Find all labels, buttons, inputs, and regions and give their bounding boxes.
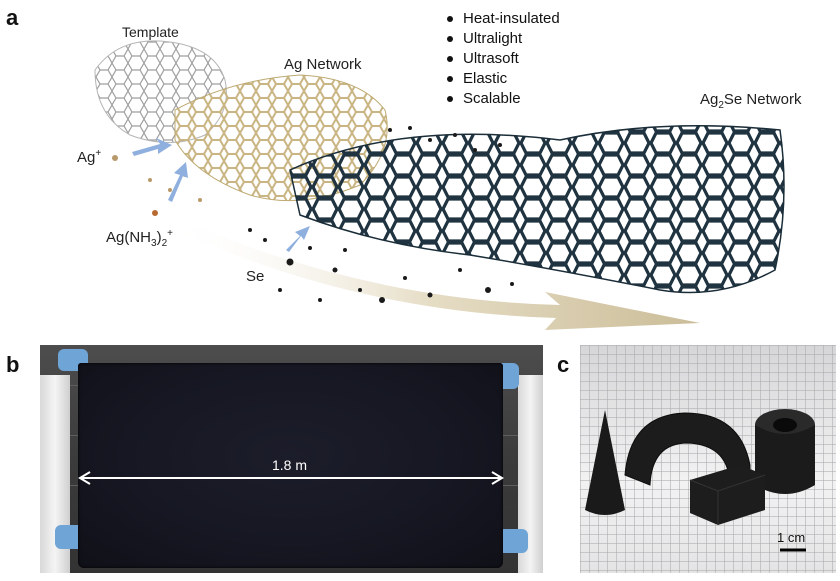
scale-bar-label: 1 cm [777, 530, 806, 545]
cylinder-shape [755, 425, 815, 494]
bullet-icon [447, 96, 453, 102]
bullet-icon [447, 36, 453, 42]
aerogel-shapes [585, 409, 815, 552]
fabric-photo: 1.8 m [40, 345, 543, 573]
ag-network-label: Ag Network [284, 56, 362, 73]
panel-letter-c: c [557, 352, 570, 377]
ag2se-network-label: Ag2Se Network [700, 91, 802, 111]
template-label: Template [122, 24, 179, 40]
property-item: Ultralight [447, 29, 560, 49]
ag-ion-label: Ag+ [77, 148, 102, 166]
property-item: Ultrasoft [447, 49, 560, 69]
glove-bottom-right [498, 529, 528, 553]
panel-letter-b: b [6, 352, 20, 377]
properties-list: Heat-insulated Ultralight Ultrasoft Elas… [447, 9, 560, 109]
arch-shape [624, 412, 751, 488]
silver-ammonia-complex-label: Ag(NH3)2+ [106, 228, 173, 249]
dimension-label: 1.8 m [272, 457, 308, 473]
property-item: Heat-insulated [447, 9, 560, 29]
box-shape [690, 465, 765, 525]
dimension-arrow [78, 471, 504, 485]
cone-shape [585, 410, 625, 515]
ag2se-fabric [78, 363, 503, 568]
network-illustration [94, 40, 785, 330]
pointer-arrows [132, 138, 310, 252]
shapes-photo: 1 cm [580, 345, 836, 573]
bullet-icon [447, 76, 453, 82]
particles [248, 126, 514, 303]
property-item: Elastic [447, 69, 560, 89]
process-arrow [165, 215, 700, 330]
panel-letter-a: a [6, 5, 19, 30]
bullet-icon [447, 56, 453, 62]
se-label: Se [246, 268, 265, 285]
ion-particles [112, 155, 202, 216]
bullet-icon [447, 16, 453, 22]
ag2se-network [289, 125, 785, 294]
property-item: Scalable [447, 89, 560, 109]
